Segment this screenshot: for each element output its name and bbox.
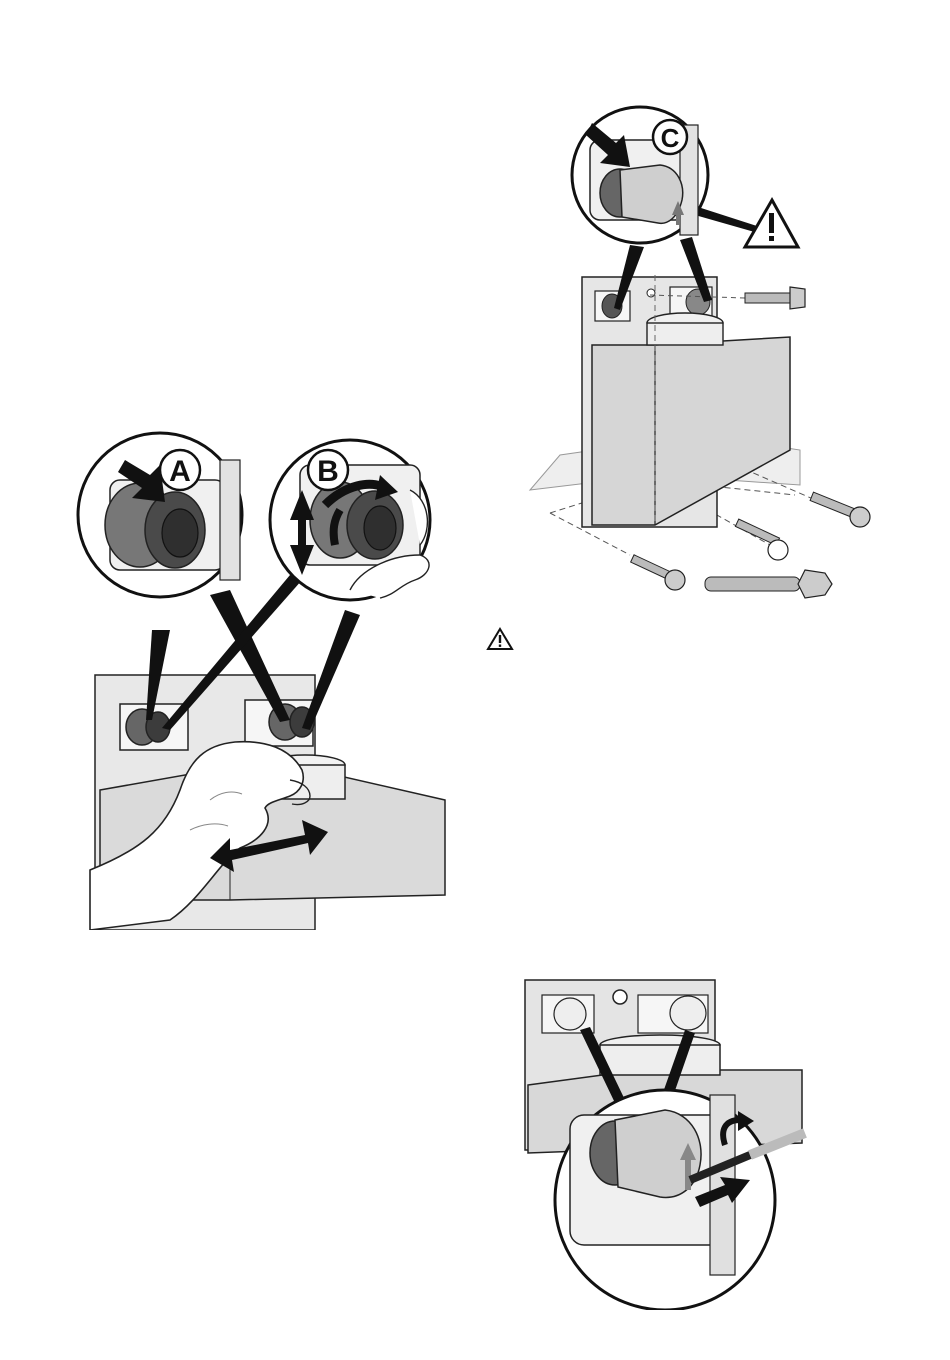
illustration-connectors-ab-svg: A B: [70, 430, 460, 930]
callout-c: C: [572, 107, 708, 243]
callout-a: A: [78, 433, 242, 597]
illustration-connector-release: [520, 975, 810, 1310]
screw-icon: [735, 519, 788, 560]
illustration-hood-mounting: C: [520, 105, 890, 615]
warning-icon-svg: [486, 627, 514, 651]
illustration-connectors-ab: A B: [70, 430, 460, 930]
warning-icon: [486, 627, 514, 651]
label-a: A: [169, 455, 191, 488]
screw-icon: [705, 570, 832, 598]
warning-icon: [745, 200, 798, 247]
label-b: B: [317, 455, 339, 488]
screw-icon: [810, 492, 870, 527]
label-c: C: [661, 123, 680, 153]
illustration-hood-mounting-svg: C: [520, 105, 890, 615]
illustration-connector-release-svg: [520, 975, 810, 1310]
screw-icon: [631, 555, 685, 590]
callout-b: B: [270, 440, 430, 600]
